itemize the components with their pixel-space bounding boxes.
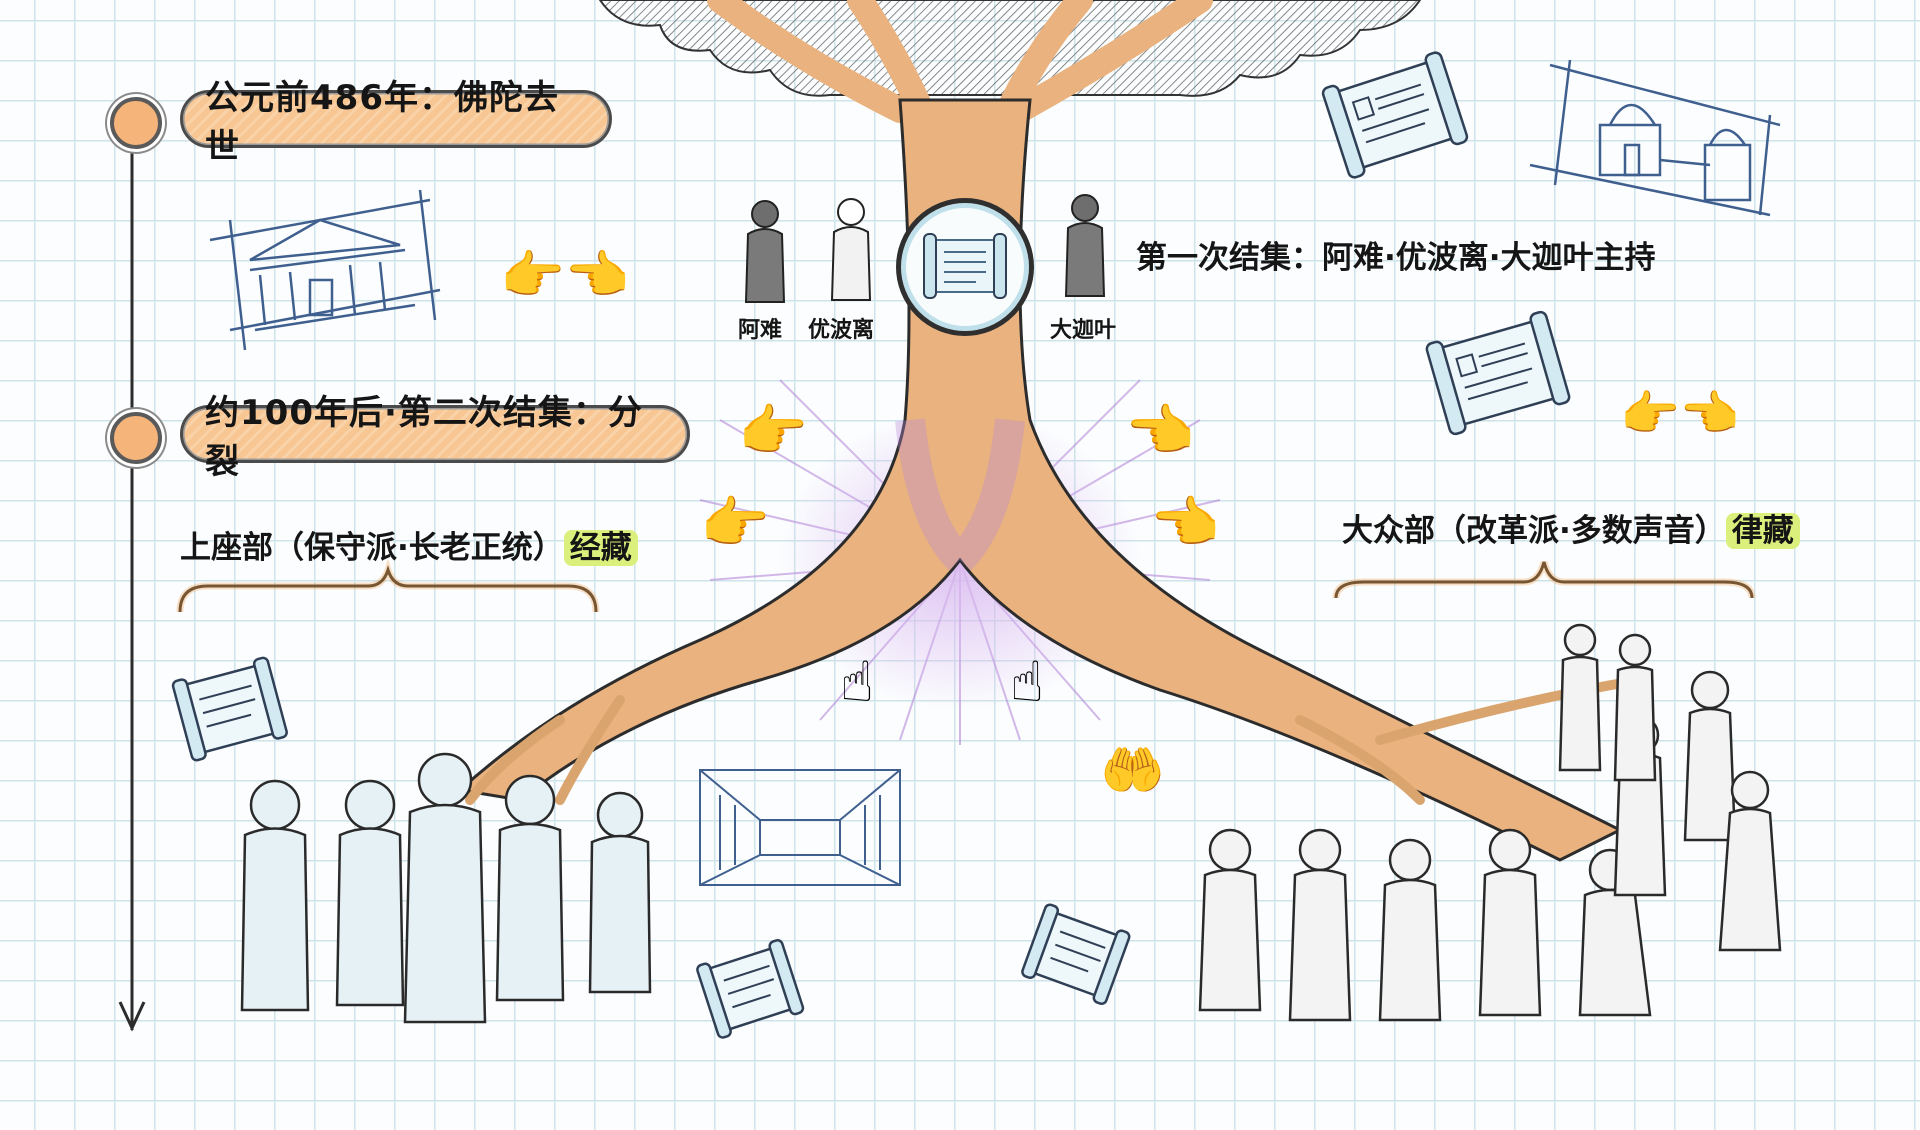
school-left-label: 上座部（保守派·长老正统）经藏 [180, 522, 638, 567]
timeline-dot-1 [110, 97, 162, 149]
timeline-event-1: 公元前486年：佛陀去世 [180, 78, 612, 167]
monk-figure-upali [830, 198, 872, 301]
scroll-medallion [896, 198, 1034, 336]
school-left-tag: 经藏 [563, 530, 638, 566]
pointing-hand-icon-mid-left: 👉 [700, 491, 770, 556]
pointing-hand-icon-bottom-right: ☝ [1010, 650, 1045, 715]
hall-sketch-icon [699, 769, 901, 886]
monk-group-mahasanghika-icon [1198, 623, 1782, 1022]
monk-figure-ananda [744, 200, 786, 303]
timeline-event-1-label: 公元前486年：佛陀去世 [205, 78, 559, 167]
scroll-icon [923, 233, 1007, 299]
pointing-hand-icon-upper-right: 👈 [1125, 399, 1195, 464]
school-right-label: 大众部（改革派·多数声音）律藏 [1342, 505, 1800, 550]
pointing-hand-icon-mid-right: 👈 [1150, 491, 1220, 556]
timeline-line [118, 130, 146, 1032]
timeline-event-2: 约100年后·第二次结集：分裂 [180, 393, 690, 482]
brace-left-icon [176, 558, 600, 613]
temple-sketch-icon [209, 189, 441, 351]
scroll-icon-bottom-right [1021, 903, 1131, 1006]
figure-label-ananda: 阿难 [738, 318, 783, 343]
scroll-icon-mid-right [1425, 310, 1571, 436]
pointing-hand-icon-upper-left: 👉 [738, 399, 808, 464]
timeline-dot-2 [110, 412, 162, 464]
scroll-icon-top-right [1321, 51, 1469, 179]
monk-figure-mahakasyapa [1064, 194, 1106, 297]
school-left-name: 上座部（保守派·长老正统） [180, 530, 564, 566]
stupa-sketch-icon [1529, 59, 1781, 217]
figure-label-mahakasyapa: 大迦叶 [1050, 318, 1117, 343]
pointing-hands-icon-right: 👉👈 [1620, 386, 1740, 442]
tree-trunk-icon [456, 0, 1645, 862]
brace-right-icon [1332, 561, 1756, 599]
first-council-caption: 第一次结集：阿难·优波离·大迦叶主持 [1136, 240, 1656, 276]
school-right-name: 大众部（改革派·多数声音） [1342, 513, 1726, 549]
scroll-icon-left [171, 656, 288, 762]
monk-group-theravada-icon [240, 752, 652, 1024]
pointing-hands-icon-left: 👉👈 [500, 246, 630, 306]
timeline-event-2-label: 约100年后·第二次结集：分裂 [205, 393, 643, 482]
scroll-icon-bottom-mid [696, 939, 805, 1039]
school-right-tag: 律藏 [1725, 513, 1800, 549]
figure-label-upali: 优波离 [808, 318, 875, 343]
reaching-hands-icon: 🤲 [1100, 741, 1165, 801]
pointing-hand-icon-bottom-left: ☝ [840, 650, 875, 715]
